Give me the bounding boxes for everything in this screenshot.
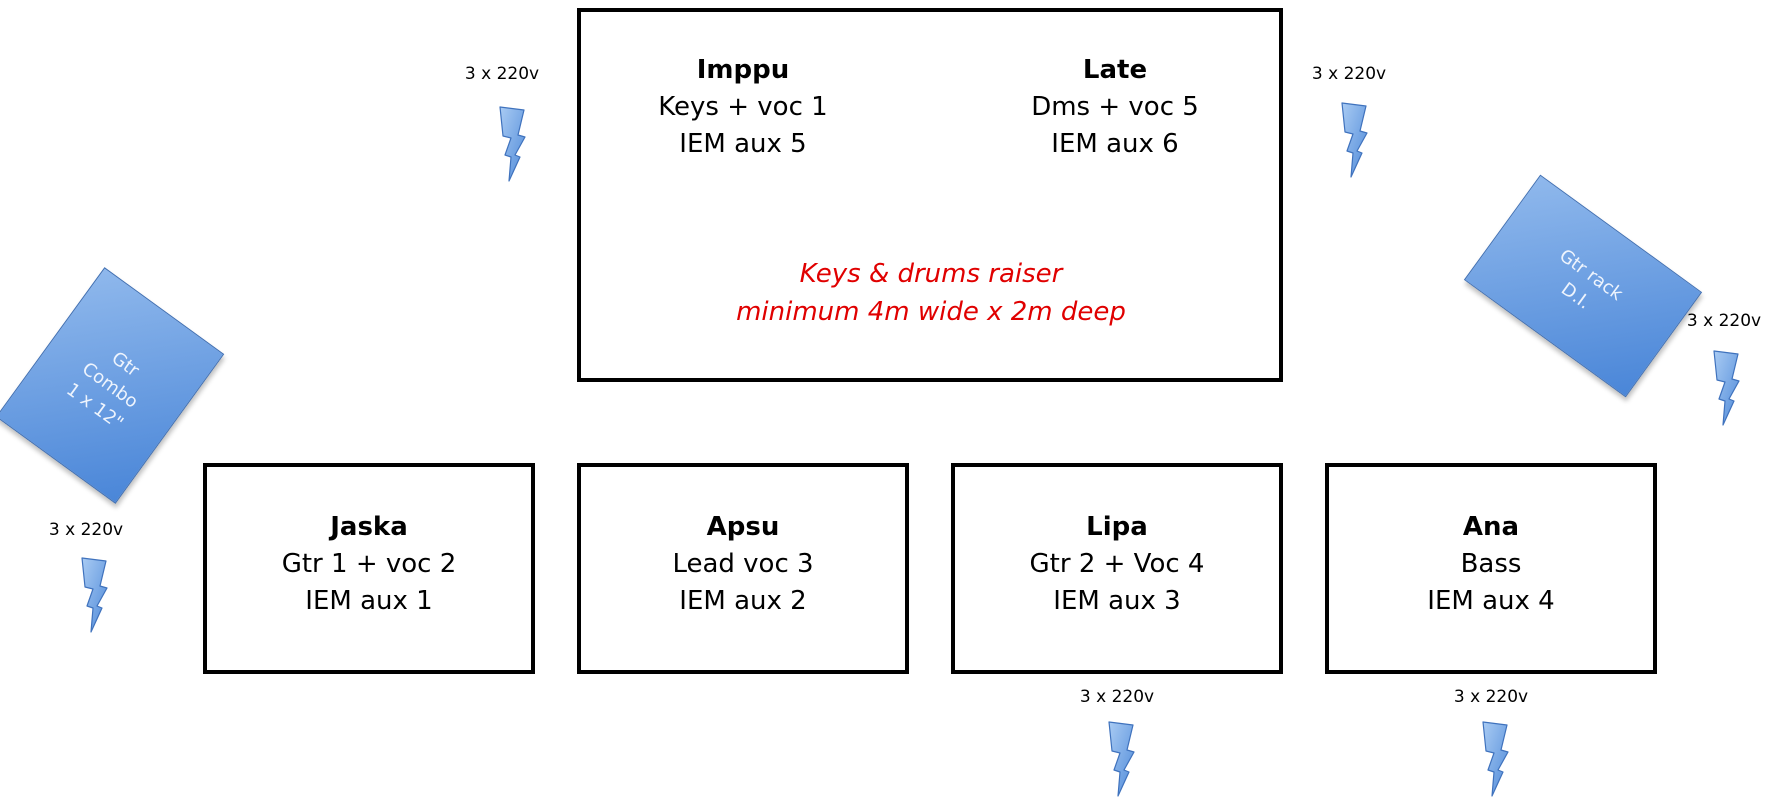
player-name: Ana: [1462, 512, 1520, 542]
player-ana: Ana Bass IEM aux 4: [1326, 509, 1656, 620]
player-name: Apsu: [706, 512, 780, 542]
raiser-note-line-2: minimum 4m wide x 2m deep: [736, 297, 1126, 327]
player-name: Jaska: [330, 512, 408, 542]
apsu-box: [577, 463, 909, 674]
player-jaska: Jaska Gtr 1 + voc 2 IEM aux 1: [204, 509, 534, 620]
gtr-combo-amp: Gtr Combo 1 x 12": [0, 267, 225, 504]
raiser-note-line-1: Keys & drums raiser: [799, 259, 1063, 289]
lightning-bolt-icon: [1481, 720, 1511, 798]
player-imppu: Imppu Keys + voc 1 IEM aux 5: [578, 52, 908, 163]
player-iem: IEM aux 2: [679, 586, 807, 616]
power-label-lipa: 3 x 220v: [1079, 687, 1155, 707]
jaska-box: [203, 463, 535, 674]
player-name: Imppu: [696, 55, 790, 85]
player-iem: IEM aux 5: [679, 129, 807, 159]
player-role: Lead voc 3: [672, 549, 814, 579]
player-role: Bass: [1460, 549, 1522, 579]
gtr-rack: Gtr rack D.I.: [1463, 174, 1703, 398]
ana-box: [1325, 463, 1657, 674]
lightning-bolt-icon: [80, 556, 110, 634]
power-label-rack: 3 x 220v: [1686, 311, 1762, 331]
player-role: Dms + voc 5: [1031, 92, 1199, 122]
player-apsu: Apsu Lead voc 3 IEM aux 2: [578, 509, 908, 620]
lightning-bolt-icon: [1107, 720, 1137, 798]
player-iem: IEM aux 4: [1427, 586, 1555, 616]
raiser-box: [577, 8, 1283, 382]
raiser-note: Keys & drums raiser minimum 4m wide x 2m…: [581, 255, 1281, 331]
player-late: Late Dms + voc 5 IEM aux 6: [950, 52, 1280, 163]
player-iem: IEM aux 6: [1051, 129, 1179, 159]
power-label-jaska: 3 x 220v: [48, 520, 124, 540]
lightning-bolt-icon: [1340, 101, 1370, 179]
player-name: Late: [1082, 55, 1148, 85]
player-name: Lipa: [1086, 512, 1148, 542]
player-role: Gtr 1 + voc 2: [281, 549, 457, 579]
lipa-box: [951, 463, 1283, 674]
player-lipa: Lipa Gtr 2 + Voc 4 IEM aux 3: [952, 509, 1282, 620]
player-role: Keys + voc 1: [658, 92, 828, 122]
power-label-imppu: 3 x 220v: [464, 64, 540, 84]
lightning-bolt-icon: [1712, 349, 1742, 427]
lightning-bolt-icon: [498, 105, 528, 183]
power-label-ana: 3 x 220v: [1453, 687, 1529, 707]
power-label-late: 3 x 220v: [1311, 64, 1387, 84]
player-iem: IEM aux 3: [1053, 586, 1181, 616]
player-role: Gtr 2 + Voc 4: [1029, 549, 1205, 579]
player-iem: IEM aux 1: [305, 586, 433, 616]
